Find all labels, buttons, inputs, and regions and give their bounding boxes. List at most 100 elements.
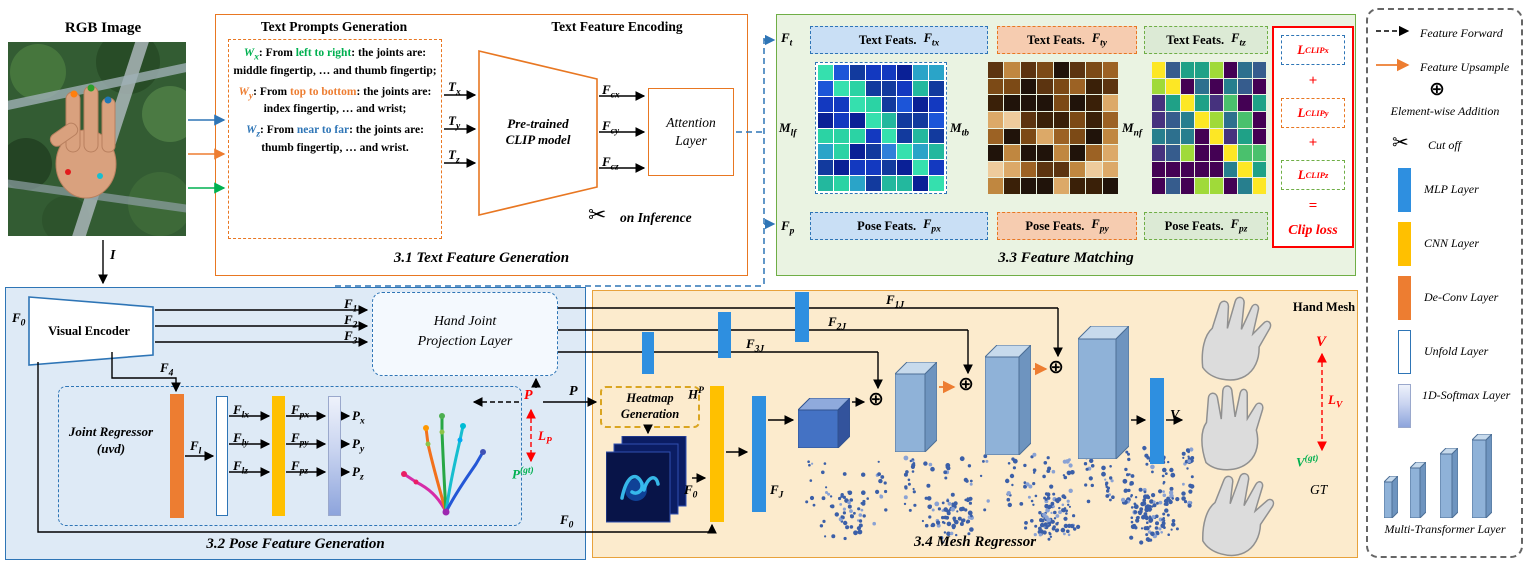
equals-sign: = (1308, 198, 1318, 215)
f2j-label: F2J (828, 314, 847, 333)
mlp-skip-bar-3 (642, 332, 654, 374)
matrix-2 (988, 62, 1118, 194)
ft-label: Ft (781, 30, 793, 49)
gt-label: GT (1310, 482, 1328, 497)
section-34-caption: 3.4 Mesh Regressor (913, 534, 1037, 550)
legend-deconv-bar (1398, 276, 1411, 320)
add-icon-2: ⊕ (958, 373, 974, 395)
mtb-label: Mtb (950, 120, 969, 139)
legend-add-icon: ⊕ (1429, 78, 1445, 100)
clip-loss-label: Clip loss (1288, 222, 1338, 238)
text-prompts-box: Wx: From left to right: the joints are: … (228, 39, 442, 239)
ty-label: Ty (448, 113, 461, 132)
softmax-layer-bar (328, 396, 341, 516)
fl-label: Fl (190, 438, 202, 457)
mlf-label: Mlf (779, 120, 797, 139)
hp-label: HP (688, 386, 704, 402)
legend-scissors-icon: ✂ (1392, 130, 1409, 154)
text-feats-z-box: Text Feats.Ftz (1144, 26, 1268, 54)
input-image-label: I (110, 248, 116, 263)
mnf-label: Mnf (1122, 120, 1143, 139)
text-feats-y-box: Text Feats.Fty (997, 26, 1137, 54)
f4-label: F4 (160, 360, 174, 379)
legend-deconv-layer: De-Conv Layer (1424, 290, 1499, 304)
legend-feature-upsample: Feature Upsample (1420, 60, 1510, 74)
pz-label: Pz (352, 464, 364, 483)
legend-cnn-layer: CNN Layer (1424, 236, 1480, 250)
cnn-layer-bar-mesh (710, 386, 724, 522)
transformer-layer-1 (893, 360, 939, 457)
fpy-label: Fpy (291, 430, 309, 449)
mlp-skip-bar-1 (795, 292, 809, 342)
legend-cut-off: Cut off (1428, 138, 1462, 152)
fj-label: FJ (770, 482, 784, 501)
legend-elementwise-addition: Element-wise Addition (1390, 104, 1500, 118)
v-label: V (1170, 408, 1180, 423)
inference-note: on Inference (620, 210, 692, 225)
pose-feats-z-box: Pose Feats.Fpz (1144, 212, 1268, 240)
legend-cnn-bar (1398, 222, 1411, 266)
fcz-label: Fcz (602, 154, 619, 173)
fp-label: Fp (781, 218, 795, 237)
hand-mesh-label: Hand Mesh (1292, 300, 1356, 314)
section-mesh-regressor (592, 290, 1358, 558)
mlp-layer-bar-mesh (752, 396, 766, 512)
rgb-image (8, 42, 186, 236)
f0-input-label: F0 (12, 310, 26, 329)
py-label: Py (352, 436, 365, 455)
legend-softmax-bar (1398, 384, 1411, 428)
fcx-label: Fcx (602, 82, 620, 101)
legend-unfold-bar (1398, 330, 1411, 374)
matrix-3 (1152, 62, 1266, 194)
legend-multi-transformer-layer: Multi-Transformer Layer (1384, 522, 1506, 536)
encoding-title: Text Feature Encoding (551, 19, 683, 34)
fpz-label: Fpz (291, 458, 309, 477)
lp-loss-label: LP (538, 428, 552, 447)
tz-label: Tz (448, 147, 460, 166)
unfold-layer-bar (216, 396, 228, 516)
add-icon-3: ⊕ (1048, 356, 1064, 378)
fly-label: Fly (233, 430, 249, 449)
legend-transformer-4 (1470, 432, 1494, 523)
scissors-icon: ✂ (588, 203, 607, 228)
prompts-title: Text Prompts Generation (260, 19, 408, 34)
v-pred-label: V (1316, 334, 1327, 350)
p-input-label: P (569, 384, 578, 399)
section-32-caption: 3.2 Pose Feature Generation (206, 536, 385, 552)
prompt-wx: Wx: From left to right: the joints are: … (233, 47, 437, 77)
f0-bottom-label: F0 (560, 512, 574, 531)
legend-transformer-3 (1438, 446, 1460, 523)
lv-loss-label: LV (1328, 392, 1343, 411)
f3-label: F3 (344, 328, 358, 347)
fpx-label: Fpx (291, 402, 310, 421)
f0-mesh-label: F0 (684, 482, 698, 501)
mlp-skip-bar-2 (718, 312, 731, 358)
legend-mlp-bar (1398, 168, 1411, 212)
cnn-layer-bar (272, 396, 285, 516)
legend-softmax-layer: 1D-Softmax Layer (1422, 388, 1511, 402)
p-gt-label: P(gt) (512, 466, 534, 482)
plus-1: + (1308, 72, 1318, 89)
add-icon-1: ⊕ (868, 388, 884, 410)
legend-transformer-1 (1382, 474, 1400, 523)
joint-regressor-label: Joint Regressor(uvd) (68, 424, 154, 456)
legend-transformer-2 (1408, 460, 1428, 523)
visual-encoder-label: Visual Encoder (48, 324, 130, 338)
pose-feats-x-box: Pose Feats.Fpx (810, 212, 988, 240)
fcy-label: Fcy (602, 118, 620, 137)
text-feats-x-box: Text Feats.Ftx (810, 26, 988, 54)
f1j-label: F1J (886, 292, 905, 311)
prompt-wz: Wz: From near to far: the joints are: th… (246, 124, 424, 155)
v-gt-label: V(gt) (1296, 454, 1319, 470)
section-33-caption: 3.3 Feature Matching (998, 250, 1134, 266)
rgb-image-title: RGB Image (64, 20, 142, 36)
